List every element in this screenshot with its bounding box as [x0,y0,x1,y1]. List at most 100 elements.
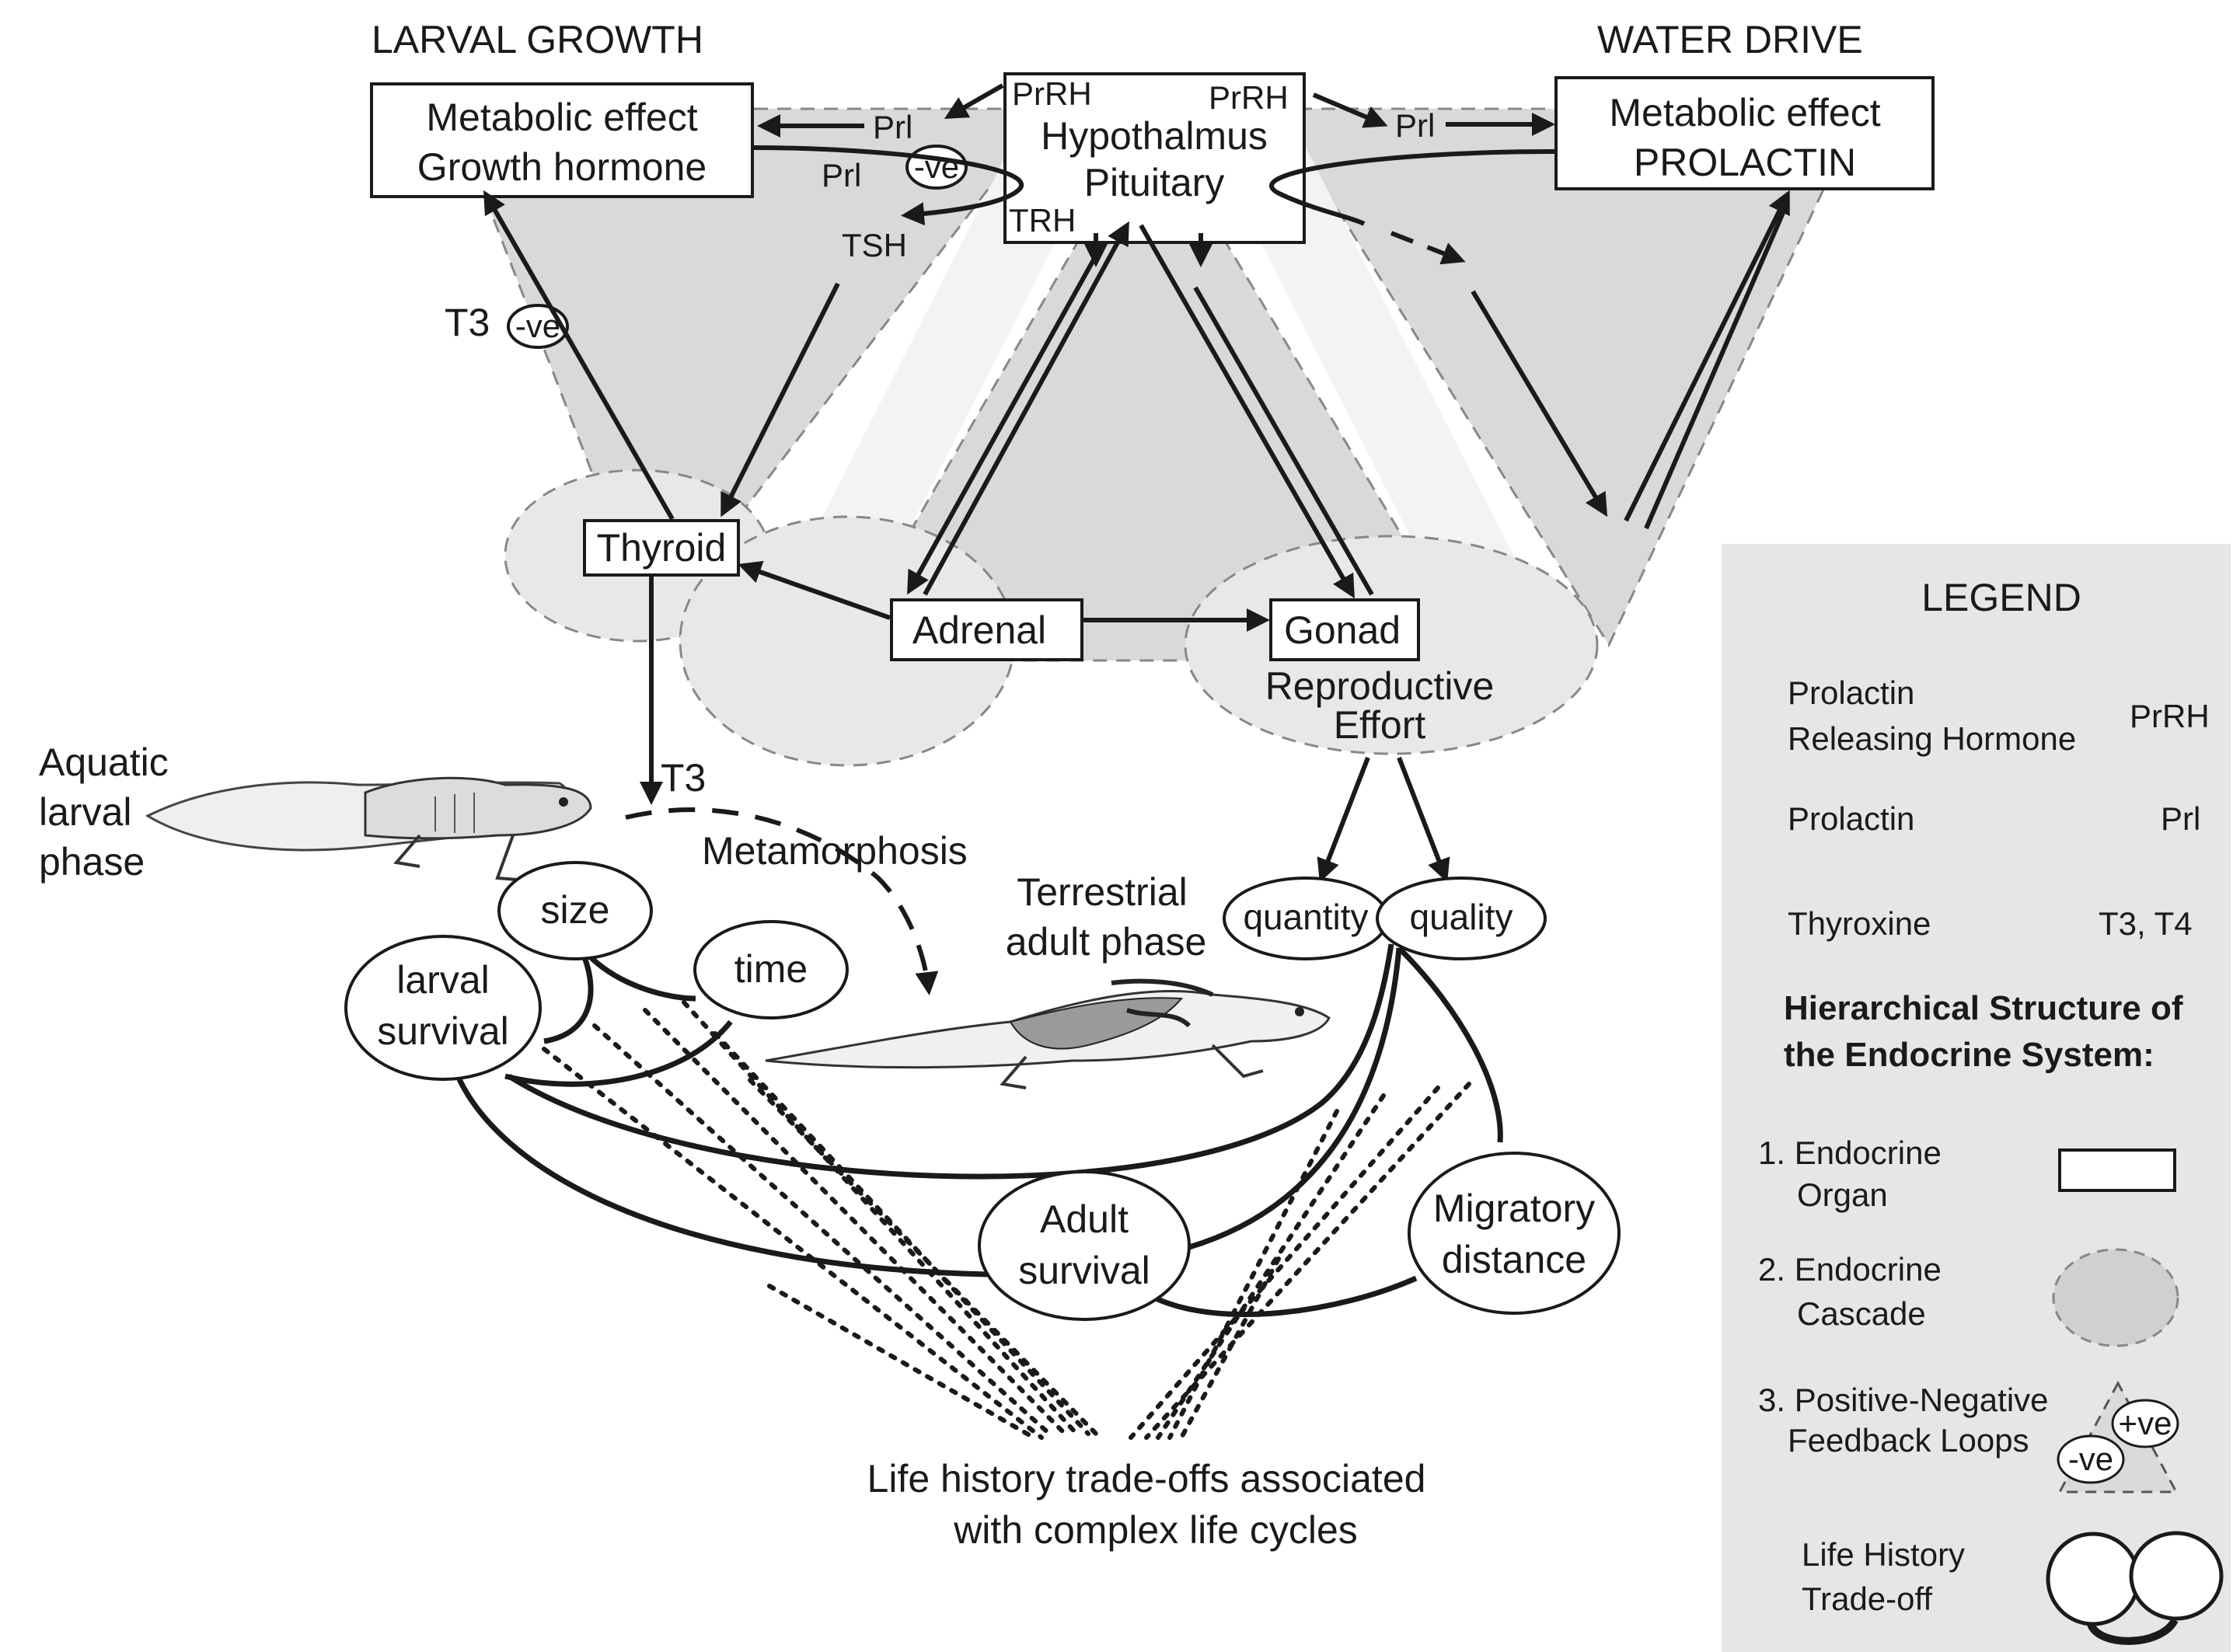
legend-item3-line1: 3. Positive-Negative [1758,1382,2049,1418]
arrow-gonad-to-pit-up [1193,286,1374,596]
label-prl-left-top: Prl [873,109,912,145]
arrow-prl-loop-right [1268,149,1555,226]
node-quality: quality [1376,877,1547,960]
box-thyroid-label: Thyroid [597,526,727,570]
legend-neg-label: -ve [2068,1441,2113,1477]
legend-pos-label: +ve [2119,1405,2172,1441]
neg-feedback-top: -ve [905,145,968,190]
label-prrh-left: PrRH [1012,75,1092,112]
legend-prrh-abbr: PrRH [2130,698,2210,734]
node-larval-survival-line2: survival [377,1009,508,1053]
terrestrial-line2: adult phase [1006,920,1207,964]
arrow-right-cascade-up-1 [1624,190,1790,522]
aquatic-line2: larval [39,790,131,834]
tradeoff-larval-quantity [508,943,1394,1180]
box-prolactin-line1: Metabolic effect [1609,91,1880,134]
adult-salamander-illustration [765,978,1331,1089]
dotted-connectors [542,1000,1471,1440]
node-time: time [693,920,849,1019]
legend-organ-swatch [2058,1148,2176,1192]
tradeoff-larval-size [543,956,594,1044]
arrow-effort-to-quantity [1317,756,1370,883]
node-adult-survival-line2: survival [1018,1249,1150,1292]
box-hypothalamus-line2: Pituitary [1084,161,1225,204]
node-migratory-distance: Migratory distance [1408,1152,1621,1315]
legend-neg-bubble: -ve [2057,1434,2125,1484]
node-larval-survival: larval survival [344,935,542,1081]
neg-feedback-t3: -ve [507,304,569,349]
tradeoff-larval-adult [448,1056,988,1277]
arrow-prl-loop-right-dash [1390,231,1466,265]
arrow-metamorphosis [625,807,939,995]
legend-hier-1: Hierarchical Structure of [1784,989,2183,1027]
legend-cascade-swatch [2052,1248,2179,1347]
box-hypothalamus-pituitary: Hypothalmus Pituitary [1003,72,1306,244]
arrow-tsh-to-thyroid [720,282,840,518]
arrow-prl-loop-left [752,145,1024,226]
arrow-pit-to-gonad-down [1139,224,1355,599]
cascade-left-triangle [448,107,1052,633]
box-prolactin-line2: PROLACTIN [1634,141,1856,184]
node-quantity: quantity [1223,877,1389,960]
legend-item1-line1: 1. Endocrine [1758,1134,1942,1171]
label-prl-left-loop: Prl [822,157,861,193]
arrow-thyroid-to-gh [483,190,675,521]
label-t3-down: T3 [661,756,706,800]
arrow-effort-to-quality [1397,756,1450,883]
legend-prrh-name-1: Prolactin [1788,674,1914,711]
node-adult-survival: Adult survival [978,1170,1191,1321]
legend-thy-name: Thyroxine [1788,905,1931,942]
label-trh: TRH [1009,202,1076,239]
box-prolactin: Metabolic effect PROLACTIN [1554,76,1935,190]
legend-tradeoff-swatch [2046,1531,2224,1645]
header-water-drive: WATER DRIVE [1597,18,1863,61]
arrow-adrenal-to-pit-up [923,221,1129,596]
box-hypothalamus-line1: Hypothalmus [1041,114,1268,158]
terrestrial-line1: Terrestrial [1017,870,1187,914]
arrow-prrh-to-gh [944,83,1004,119]
node-size-label: size [541,888,610,932]
larva-illustration [145,776,592,881]
legend-prrh-name-2: Releasing Hormone [1788,720,2076,757]
legend-panel: LEGEND Prolactin Releasing Hormone PrRH … [1722,544,2231,1652]
node-larval-survival-line1: larval [396,958,489,1002]
box-growth-hormone-line2: Growth hormone [417,145,707,189]
legend-hier-2: the Endocrine System: [1784,1036,2154,1074]
box-gonad-label: Gonad [1284,608,1401,652]
box-adrenal-label: Adrenal [912,608,1046,652]
box-gonad: Gonad [1269,598,1420,661]
label-prrh-right: PrRH [1209,79,1289,116]
tradeoff-size-time [588,955,696,1002]
legend-title: LEGEND [1921,576,2081,619]
reproductive-line2: Effort [1334,703,1426,747]
legend-prl-name: Prolactin [1788,800,1914,837]
legend-item3-line2: Feedback Loops [1788,1422,2029,1459]
legend-prl-abbr: Prl [2161,800,2200,837]
legend-item2-line2: Cascade [1797,1295,1926,1332]
node-quantity-label: quantity [1243,897,1368,937]
node-time-label: time [734,947,808,991]
arrow-pit-to-adrenal-down [907,247,1102,595]
legend-item2-line1: 2. Endocrine [1758,1251,1942,1288]
cascade-center-triangle [833,114,1479,662]
arrow-prrh-to-prolactin-start [1312,92,1388,128]
aquatic-line3: phase [39,840,145,884]
node-migratory-line1: Migratory [1433,1187,1595,1230]
endocrine-arrows [483,83,1790,995]
legend-thy-abbr: T3, T4 [2099,905,2193,942]
label-prl-right: Prl [1395,107,1435,144]
legend-pos-bubble: +ve [2111,1399,2179,1448]
aquatic-line1: Aquatic [39,741,169,784]
metamorphosis-label: Metamorphosis [702,829,968,873]
label-t3-left: T3 [445,301,490,344]
arrow-adrenal-to-thyroid [738,560,891,620]
reproductive-line1: Reproductive [1265,664,1495,708]
legend-item4-line2: Trade-off [1802,1581,1932,1617]
header-larval-growth: LARVAL GROWTH [372,18,703,61]
box-growth-hormone: Metabolic effect Growth hormone [370,82,754,198]
node-migratory-line2: distance [1442,1238,1586,1281]
legend-item4-line1: Life History [1802,1536,1965,1573]
tradeoff-curves [448,943,1503,1318]
legend-item1-line2: Organ [1797,1176,1888,1213]
